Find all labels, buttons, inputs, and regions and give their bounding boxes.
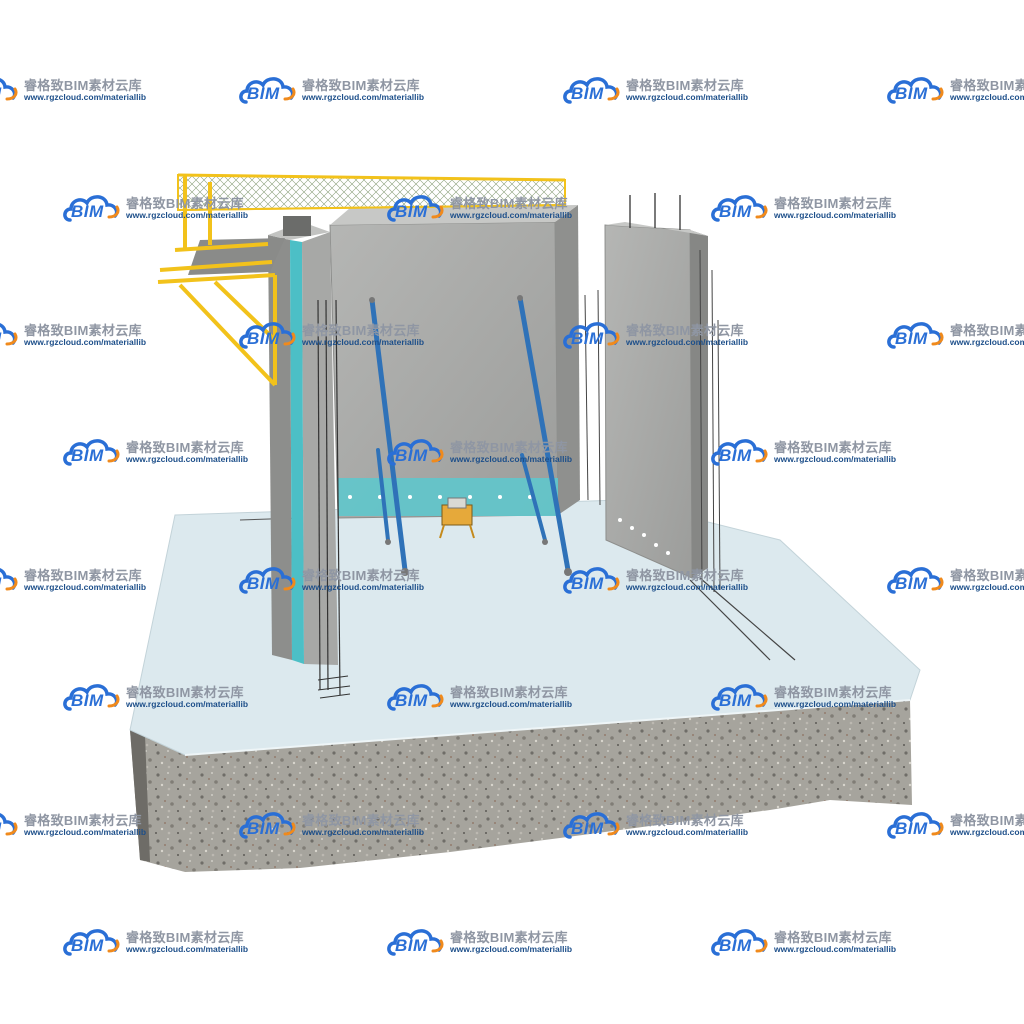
safety-platform [157, 173, 566, 387]
brace-1 [369, 297, 408, 573]
foundation-slab [129, 499, 921, 872]
brace-2 [517, 295, 571, 573]
grout-machine [439, 497, 475, 539]
slab-left-edge [130, 730, 150, 862]
slab-front-face [130, 700, 912, 872]
left-wall-insulation [290, 240, 304, 664]
brace-4 [520, 453, 547, 542]
diagonal-braces [369, 295, 572, 576]
back-wall-panel [329, 205, 580, 519]
brace-3 [376, 448, 390, 542]
